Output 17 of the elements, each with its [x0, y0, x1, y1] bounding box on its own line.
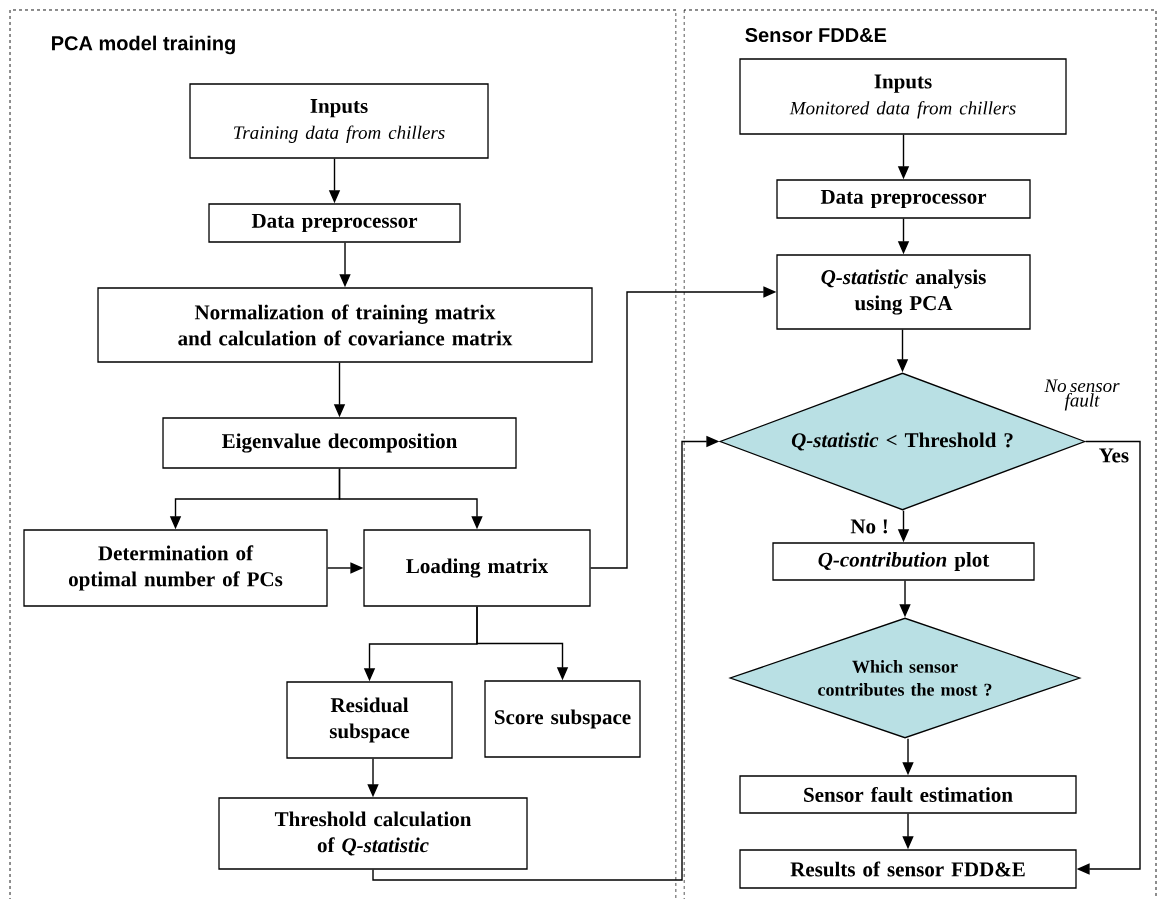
- process-box: Threshold calculation of Q-statistic: [218, 797, 528, 870]
- process-box: Results of sensor FDD&E: [739, 849, 1077, 889]
- edge-label: Yes: [1097, 447, 1131, 464]
- process-box: Eigenvalue decomposition: [162, 417, 517, 469]
- process-box: Determination of optimal number of PCs: [23, 529, 328, 607]
- process-box: Score subspace: [484, 680, 641, 758]
- process-box: Sensor fault estimation: [739, 775, 1077, 814]
- edge-label: No !: [849, 518, 890, 535]
- process-box: Inputs Training data from chillers: [189, 83, 489, 159]
- process-box: Loading matrix: [363, 529, 591, 607]
- process-box: Q-contribution plot: [772, 542, 1035, 581]
- process-box: Normalization of training matrix and calculation of covariance matrix: [97, 287, 593, 363]
- process-box: Data preprocessor: [208, 203, 461, 243]
- process-box: Data preprocessor: [776, 179, 1031, 219]
- process-box: Inputs Monitored data from chillers: [739, 58, 1067, 135]
- process-box: Residual subspace: [286, 681, 453, 759]
- process-box: Q-statistic analysis using PCA: [776, 254, 1031, 330]
